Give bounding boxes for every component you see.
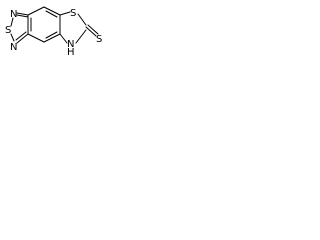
atom-label-s-thiadiazole: S bbox=[5, 25, 11, 36]
benzene-ring bbox=[27, 6, 61, 43]
bond bbox=[75, 29, 87, 44]
atom-label-n-top: N bbox=[10, 9, 17, 20]
thiazole-ring bbox=[59, 11, 87, 44]
bond bbox=[10, 33, 15, 42]
bond bbox=[59, 11, 71, 16]
bond bbox=[27, 6, 45, 16]
thione-group bbox=[85, 24, 99, 37]
atom-label-n-amine: N bbox=[67, 39, 74, 50]
double-bond-inner bbox=[45, 10, 58, 18]
atom-label-s-thione: S bbox=[96, 34, 102, 45]
atom-label-h: H bbox=[67, 47, 75, 58]
bond bbox=[77, 13, 87, 26]
double-bond bbox=[85, 26, 97, 37]
double-bond bbox=[16, 14, 29, 18]
bond bbox=[43, 33, 61, 43]
atom-label-s-thiazole: S bbox=[70, 8, 76, 19]
bond bbox=[27, 33, 45, 43]
double-bond-inner bbox=[45, 31, 58, 39]
thiadiazole-ring bbox=[10, 12, 29, 44]
double-bond bbox=[15, 31, 27, 41]
molecule-structure-diagram: N S N S S H N bbox=[5, 6, 102, 58]
double-bond bbox=[87, 24, 99, 35]
bond bbox=[59, 33, 68, 44]
bond bbox=[16, 33, 29, 44]
bond bbox=[16, 12, 29, 16]
atom-label-n-bottom: N bbox=[10, 42, 17, 53]
bond bbox=[10, 17, 14, 27]
bond bbox=[43, 6, 61, 16]
